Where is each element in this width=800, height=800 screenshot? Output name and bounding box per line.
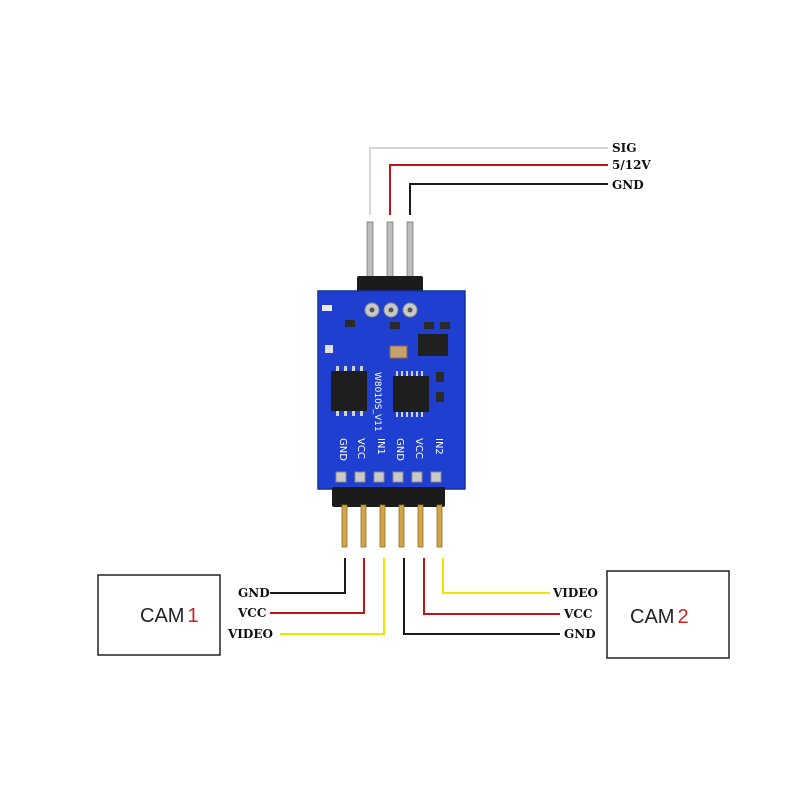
regulator-chip (418, 334, 448, 356)
cam2-number: 2 (677, 606, 688, 628)
top-pin-1 (366, 221, 374, 281)
cam1-gnd-wire (270, 558, 346, 594)
left-ic (331, 371, 367, 411)
cam2-gnd-label: GND (564, 627, 596, 641)
power-wire (389, 164, 608, 215)
smd-part (440, 322, 450, 329)
sig-wire (369, 147, 608, 215)
cam1-video-wire (280, 558, 385, 635)
gnd-wire (409, 183, 608, 215)
pin-label-vcc-2: VCC (413, 438, 424, 459)
pin-label-gnd-2: GND (394, 438, 405, 461)
power-label: 5/12V (612, 158, 651, 172)
cam1-vcc-wire (270, 558, 365, 614)
left-ic-legs (336, 366, 363, 416)
sig-label: SIG (612, 141, 637, 155)
cam1-video-label: VIDEO (227, 627, 273, 641)
cam2-video-wire (442, 558, 550, 594)
cam2-name: CAM (630, 606, 674, 628)
cam1-number: 1 (187, 605, 198, 627)
capacitor (389, 345, 408, 359)
bottom-header (332, 487, 445, 548)
top-pin-2 (386, 221, 394, 281)
cam2-wires (403, 558, 560, 635)
cam2-gnd-wire (403, 558, 560, 635)
bottom-header-housing (332, 487, 445, 507)
top-header (357, 221, 423, 296)
cam1-name: CAM (140, 605, 184, 627)
pcb-board: W8010S_V11 GND VCC IN1 GND VCC IN2 (317, 290, 466, 490)
cam2-vcc-wire (423, 558, 560, 615)
pin-label-gnd-1: GND (337, 438, 348, 461)
right-ic-legs (396, 371, 423, 417)
input-pin-labels: GND VCC IN1 GND VCC IN2 (337, 438, 444, 461)
pin-label-in2: IN2 (433, 438, 444, 455)
smd-part (345, 320, 355, 327)
cam1-vcc-label: VCC (237, 606, 266, 620)
smd-part (322, 305, 332, 311)
board-silkscreen: W8010S_V11 (372, 372, 382, 432)
smd-part (390, 322, 400, 329)
cam1-wires (270, 558, 385, 635)
cam2-vcc-label: VCC (563, 607, 592, 621)
cam1-gnd-label: GND (238, 586, 270, 600)
pin-label-vcc-1: VCC (355, 438, 366, 459)
smd-part (325, 345, 333, 353)
gnd-label: GND (612, 178, 644, 192)
smd-part (424, 322, 434, 329)
cam2-video-label: VIDEO (552, 586, 598, 600)
smd-part (436, 372, 444, 382)
bottom-pads (335, 471, 442, 483)
pin-label-in1: IN1 (375, 438, 386, 455)
right-ic (393, 376, 429, 412)
smd-part (436, 392, 444, 402)
bottom-pins (341, 504, 443, 548)
top-pin-3 (406, 221, 414, 281)
output-wires (369, 147, 608, 215)
